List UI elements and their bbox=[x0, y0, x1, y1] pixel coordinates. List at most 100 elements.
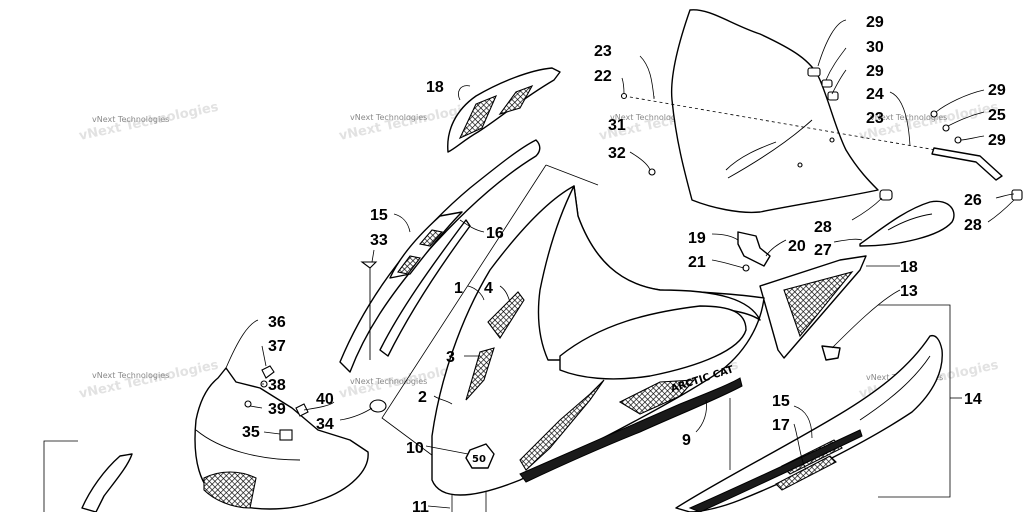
callout-21: 21 bbox=[688, 254, 706, 271]
callout-40: 40 bbox=[316, 391, 334, 408]
grill-17 bbox=[775, 455, 837, 491]
callout-18: 18 bbox=[900, 259, 918, 276]
clip-13-part bbox=[821, 345, 841, 361]
callout-28: 28 bbox=[814, 219, 832, 236]
bracket-lines bbox=[43, 164, 962, 512]
screw-37 bbox=[261, 365, 275, 379]
side-stripe bbox=[688, 429, 863, 512]
pin-33 bbox=[360, 261, 378, 269]
grill-3 bbox=[465, 347, 495, 401]
bracket-19 bbox=[737, 231, 771, 267]
leader-lines bbox=[225, 19, 1015, 509]
callout-22: 22 bbox=[594, 68, 612, 85]
screw-32 bbox=[648, 168, 656, 176]
callout-29: 29 bbox=[988, 82, 1006, 99]
callout-23: 23 bbox=[866, 110, 884, 127]
callout-37: 37 bbox=[268, 338, 286, 355]
callout-39: 39 bbox=[268, 401, 286, 418]
bracket-left bbox=[43, 440, 78, 512]
nut-29 bbox=[827, 91, 839, 101]
windshield-hardware bbox=[620, 67, 1023, 272]
clip-34 bbox=[369, 399, 387, 413]
windshield-part bbox=[670, 9, 879, 214]
side-panel bbox=[675, 334, 943, 512]
callout-17: 17 bbox=[772, 417, 790, 434]
callout-32: 32 bbox=[608, 145, 626, 162]
badge-10 bbox=[465, 443, 495, 469]
dash-vent-right bbox=[759, 255, 867, 359]
callout-10: 10 bbox=[406, 440, 424, 457]
screw-22 bbox=[620, 92, 628, 100]
callout-23: 23 bbox=[594, 43, 612, 60]
nut-40 bbox=[295, 403, 309, 417]
callout-31: 31 bbox=[608, 117, 626, 134]
stripe-decal-9 bbox=[519, 377, 743, 483]
callout-29: 29 bbox=[866, 14, 884, 31]
clip-35 bbox=[279, 429, 293, 441]
mirror-assembly bbox=[859, 189, 955, 247]
callout-36: 36 bbox=[268, 314, 286, 331]
bolt-29 bbox=[807, 67, 821, 77]
callout-15: 15 bbox=[370, 207, 388, 224]
callout-28: 28 bbox=[964, 217, 982, 234]
screw-39 bbox=[244, 400, 252, 408]
callout-13: 13 bbox=[900, 283, 918, 300]
washer-30 bbox=[821, 79, 833, 88]
callout-16: 16 bbox=[486, 225, 504, 242]
mirror-27 bbox=[859, 200, 955, 247]
grill-lower-left bbox=[519, 379, 605, 471]
callout-38: 38 bbox=[268, 377, 286, 394]
callout-4: 4 bbox=[484, 280, 493, 297]
watermark-small: vNext Technologies bbox=[350, 377, 427, 386]
upper-trim bbox=[339, 139, 541, 413]
watermark-small: vNext Technologies bbox=[92, 371, 169, 380]
callout-30: 30 bbox=[866, 39, 884, 56]
windshield-mount-line bbox=[623, 95, 937, 151]
dash-vent-top bbox=[447, 67, 561, 153]
bracket-1-top bbox=[545, 164, 599, 186]
nose-grill bbox=[203, 471, 257, 509]
bracket-1 bbox=[381, 164, 547, 471]
clip-13 bbox=[821, 345, 841, 361]
grill-4 bbox=[487, 291, 525, 339]
rod-26 bbox=[931, 147, 1003, 181]
callout-19: 19 bbox=[688, 230, 706, 247]
left-rail-part bbox=[81, 453, 133, 512]
nut-28 bbox=[879, 189, 893, 201]
callout-33: 33 bbox=[370, 232, 388, 249]
callout-14: 14 bbox=[964, 391, 982, 408]
callout-20: 20 bbox=[788, 238, 806, 255]
callout-26: 26 bbox=[964, 192, 982, 209]
callout-29: 29 bbox=[866, 63, 884, 80]
watermark-small: vNext Technologies bbox=[870, 113, 947, 122]
callout-9: 9 bbox=[682, 432, 691, 449]
bracket-14 bbox=[878, 304, 951, 498]
left-rail bbox=[81, 453, 133, 512]
watermark-small: vNext Technologies bbox=[610, 113, 687, 122]
windshield bbox=[623, 9, 937, 214]
callout-27: 27 bbox=[814, 242, 832, 259]
hood: ARCTIC CAT 50 bbox=[431, 185, 765, 496]
washer-25 bbox=[942, 124, 950, 132]
callout-24: 24 bbox=[866, 86, 884, 103]
watermark-small: vNext Technologies bbox=[350, 113, 427, 122]
callout-29: 29 bbox=[988, 132, 1006, 149]
callout-labels: 29 30 29 24 23 23 22 29 25 29 18 31 32 2… bbox=[242, 14, 1006, 512]
watermark-small: vNext Technologies bbox=[92, 115, 169, 124]
nose-assembly bbox=[194, 365, 369, 510]
badge-text: 50 bbox=[472, 454, 486, 465]
callout-25: 25 bbox=[988, 107, 1006, 124]
grill-right bbox=[618, 379, 696, 415]
callout-3: 3 bbox=[446, 349, 455, 366]
callout-2: 2 bbox=[418, 389, 427, 406]
hood-headlight-lens bbox=[559, 305, 747, 380]
screw-29 bbox=[930, 110, 938, 118]
callout-11: 11 bbox=[412, 499, 429, 512]
callout-35: 35 bbox=[242, 424, 260, 441]
callout-34: 34 bbox=[316, 416, 334, 433]
callout-1: 1 bbox=[454, 280, 463, 297]
nut-28 bbox=[1011, 189, 1023, 201]
callout-18: 18 bbox=[426, 79, 444, 96]
